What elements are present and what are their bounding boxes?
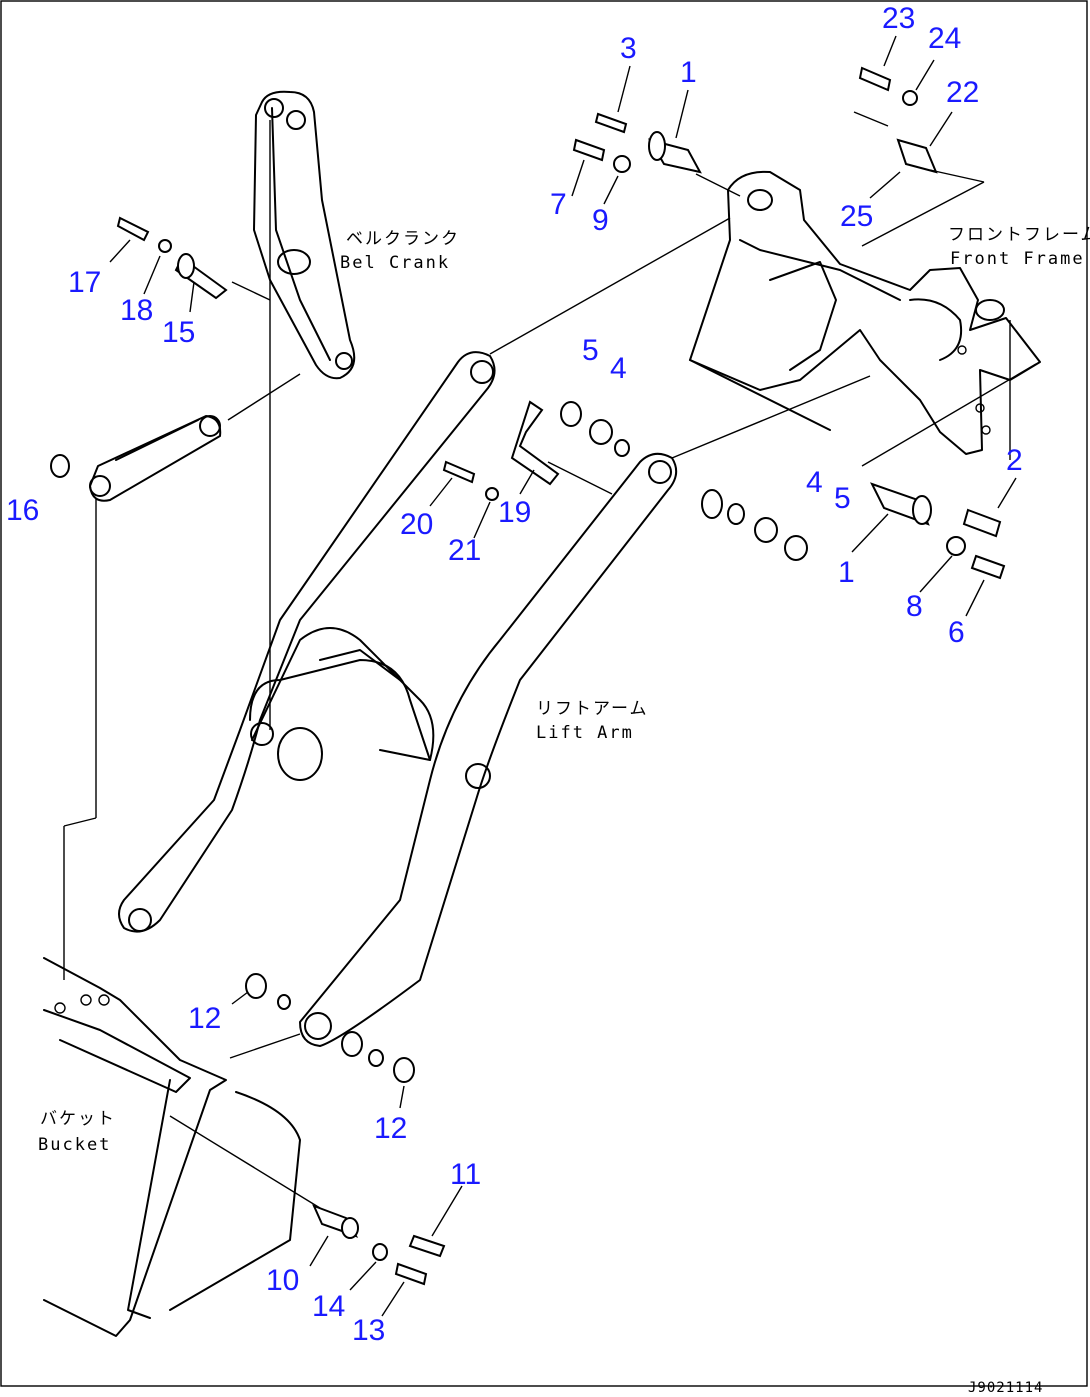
callout: 1 bbox=[838, 556, 855, 589]
callout: 3 bbox=[620, 32, 637, 65]
callout: 12 bbox=[374, 1112, 407, 1145]
bucket bbox=[43, 957, 301, 1337]
tilt-link bbox=[89, 415, 222, 502]
drawing-code: J9021114 bbox=[968, 1380, 1043, 1396]
bucket-label-en: Bucket bbox=[38, 1135, 111, 1155]
callout-numbers: 1 1 2 3 4 4 5 5 6 7 8 9 10 11 12 12 13 1… bbox=[6, 2, 1023, 1347]
callout: 20 bbox=[400, 508, 433, 541]
callout: 14 bbox=[312, 1290, 345, 1323]
callout: 5 bbox=[582, 334, 599, 367]
front-frame-label-en: Front Frame bbox=[950, 249, 1085, 269]
bell-crank-label-jp: ベルクランク bbox=[346, 229, 460, 249]
callout: 5 bbox=[834, 482, 851, 515]
callout: 4 bbox=[806, 466, 823, 499]
callout: 7 bbox=[550, 188, 567, 221]
callout: 18 bbox=[120, 294, 153, 327]
callout: 9 bbox=[592, 204, 609, 237]
callout: 1 bbox=[680, 56, 697, 89]
lift-arm-label-en: Lift Arm bbox=[536, 723, 634, 743]
front-frame-label-jp: フロントフレーム bbox=[948, 225, 1090, 245]
callout: 17 bbox=[68, 266, 101, 299]
callout: 12 bbox=[188, 1002, 221, 1035]
callout: 24 bbox=[928, 22, 961, 55]
callout: 23 bbox=[882, 2, 915, 35]
callout: 11 bbox=[450, 1158, 481, 1191]
callout: 19 bbox=[498, 496, 531, 529]
callout: 16 bbox=[6, 494, 39, 527]
pins-and-hardware bbox=[50, 66, 1006, 1286]
cross-tube bbox=[249, 627, 435, 781]
leader-lines bbox=[63, 35, 1037, 1317]
callout: 10 bbox=[266, 1264, 299, 1297]
callout: 8 bbox=[906, 590, 923, 623]
lift-arm-left bbox=[118, 351, 496, 933]
front-frame bbox=[689, 170, 1041, 455]
callout: 21 bbox=[448, 534, 481, 567]
component-labels: ベルクランク Bel Crank フロントフレーム Front Frame リフ… bbox=[38, 225, 1090, 1155]
bucket-label-jp: バケット bbox=[40, 1109, 116, 1129]
callout: 6 bbox=[948, 616, 965, 649]
bell-crank-label-en: Bel Crank bbox=[340, 253, 450, 273]
callout: 4 bbox=[610, 352, 627, 385]
lift-arm-right bbox=[299, 452, 678, 1047]
callout: 25 bbox=[840, 200, 873, 233]
callout: 2 bbox=[1006, 444, 1023, 477]
callout: 22 bbox=[946, 76, 979, 109]
lift-arm-label-jp: リフトアーム bbox=[536, 699, 648, 719]
bell-crank bbox=[253, 90, 356, 380]
callout: 15 bbox=[162, 316, 195, 349]
callout: 13 bbox=[352, 1314, 385, 1347]
